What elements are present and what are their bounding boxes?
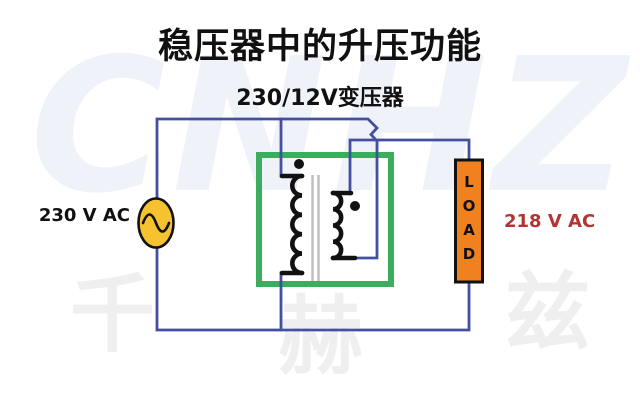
wire-secondary-to-load [348,138,471,196]
sine-wave-icon [141,213,171,233]
load-box [454,158,484,284]
secondary-coil [330,190,344,261]
page-title: 稳压器中的升压功能 [157,27,482,67]
primary-coil [290,173,305,276]
page-subtitle: 230/12V变压器 [236,86,404,111]
polarity-dot-primary [294,159,304,169]
source-voltage-label: 230 V AC [38,205,130,226]
watermark-char-2: 赫 [278,288,364,387]
polarity-dot-secondary [350,201,360,211]
output-voltage-label: 218 V AC [504,211,596,232]
wire-top-with-crossover [155,117,379,260]
transformer-box [256,152,394,287]
watermark-brand: CNHZ [30,18,634,234]
watermark-char-3: 兹 [505,264,591,363]
load-label: LOAD [460,173,478,269]
wire-bottom-bus [155,246,471,332]
watermark-char-1: 千 [70,266,156,365]
